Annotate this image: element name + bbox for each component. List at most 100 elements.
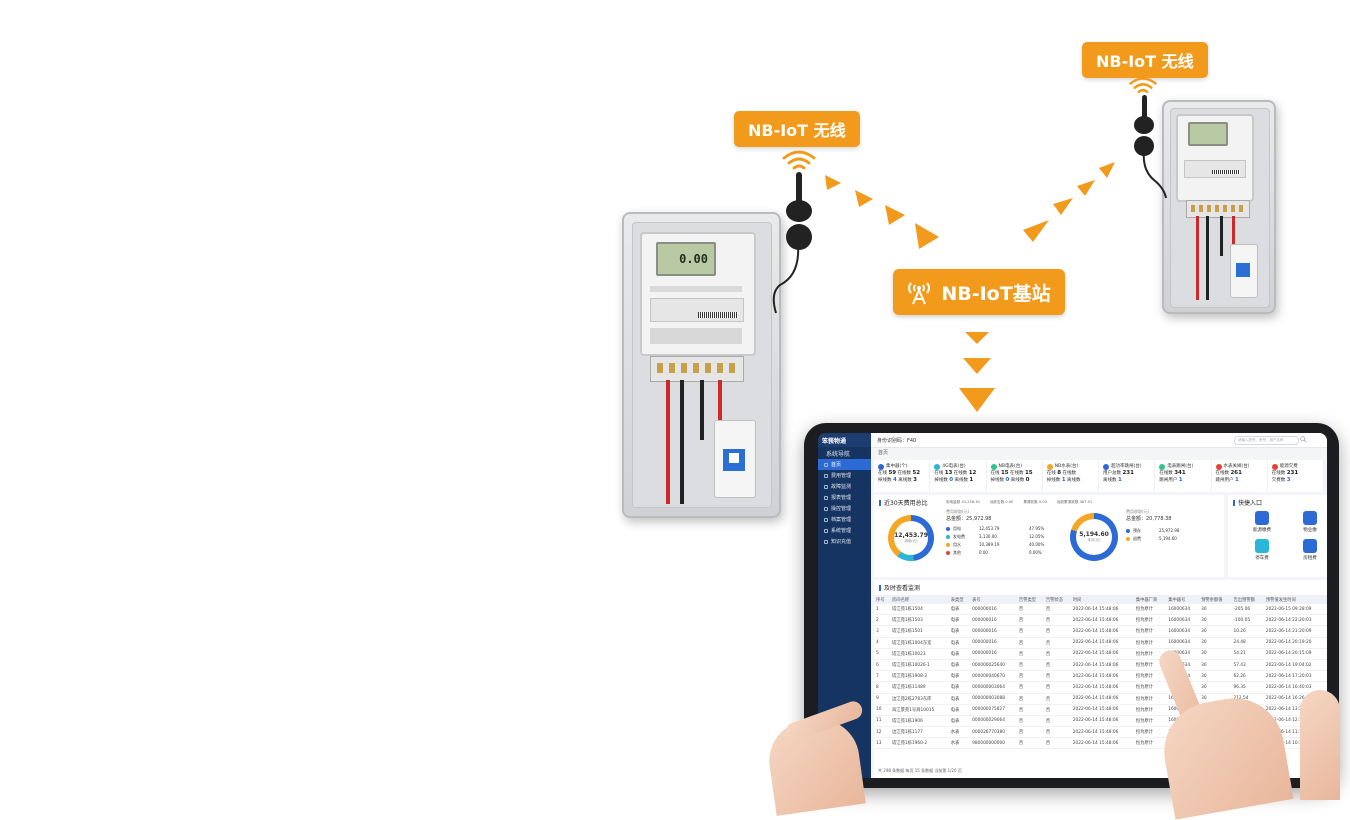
antenna-base (786, 200, 812, 222)
table-cell: 6 (874, 659, 890, 672)
stat-icon (1046, 463, 1053, 470)
electric-meter-right (1176, 114, 1254, 202)
table-cell: 否 (1043, 637, 1071, 649)
table-cell: 恒为原计 (1133, 625, 1167, 638)
table-cell: 2022-06-14 22:20:03 (1263, 614, 1327, 627)
table-cell: 5 (874, 648, 890, 660)
table-cell: 边江苑2栋2783东库 (890, 693, 949, 705)
table-cell: 000000075827 (970, 704, 1017, 716)
circuit-breaker (714, 420, 756, 498)
donut-right-value: 5,194.60 (1079, 531, 1109, 538)
table-header: 集中器厂商 (1133, 595, 1167, 604)
table-cell: 2022-06-14 15:48:06 (1070, 604, 1134, 616)
table-cell: 电表 (948, 648, 971, 660)
table-cell: 否 (1016, 726, 1044, 739)
table-cell: 否 (1016, 637, 1044, 649)
table-cell: 57.43 (1231, 659, 1264, 672)
table-cell: 电表 (948, 693, 971, 705)
table-cell: 16000634 (1166, 614, 1200, 627)
table-cell: 2022-06-14 15:48:06 (1070, 693, 1134, 705)
table-cell: 2022-06-14 21:20:09 (1263, 625, 1327, 638)
table-cell: 4 (874, 637, 890, 649)
terminal-block (650, 356, 744, 382)
app-logo: 笨莪物通 (818, 433, 871, 447)
nb-iot-wireless-label-right: NB-IoT 无线 (1082, 42, 1208, 78)
table-header: 告警状态 (1043, 595, 1071, 604)
pagination: 共 298 条数据 每页 15 条数据 当前第 1/20 页 (878, 768, 962, 773)
table-cell: 否 (1016, 715, 1044, 728)
table-cell: 塔江苑1栋10023 (890, 648, 949, 660)
base-station-label: NB-IoT基站 (941, 282, 1051, 305)
table-cell: 7 (874, 670, 890, 683)
barcode (698, 312, 738, 318)
search-icon[interactable] (1300, 436, 1307, 443)
antenna-cable (1142, 150, 1167, 199)
quick-entry-button[interactable]: 房租费 (1286, 539, 1327, 561)
table-cell: 000000040670 (970, 670, 1017, 683)
sidebar-item-recharge[interactable]: 知识充值 (818, 536, 871, 547)
left-total: 总金额：25,972.98 (946, 516, 992, 522)
sidebar-item-control[interactable]: 操控管理 (818, 503, 871, 514)
table-cell: 塔江苑1栋11489 (890, 681, 949, 694)
table-cell: 塔江苑1栋1503 (890, 614, 949, 627)
electric-meter-left: 0.00 (640, 232, 756, 356)
donut-left-value: 12,453.79 (894, 532, 928, 539)
table-cell: 2 (874, 614, 890, 627)
antenna-cable (772, 245, 800, 314)
table-cell: 000000016 (970, 604, 1017, 616)
fee-donut-right: 5,194.60 本月(元) (1070, 513, 1118, 561)
sidebar-item-archives[interactable]: 档案管理 (818, 514, 871, 525)
table-cell: 否 (1016, 681, 1044, 694)
stat-card: 电表跳闸(台)在线数 341 跳闸用户 1 (1155, 460, 1212, 492)
table-cell: 否 (1016, 648, 1044, 660)
table-cell: 否 (1016, 693, 1044, 705)
table-cell: 恒为原计 (1133, 648, 1167, 660)
quick-entry-icon (1303, 511, 1317, 525)
sidebar-item-faults[interactable]: 故障监测 (818, 481, 871, 492)
table-cell: 980000000000 (970, 737, 1017, 750)
table-cell: 30 (1199, 614, 1232, 627)
sidebar-item-fees[interactable]: 费用管理 (818, 470, 871, 481)
fee-legend: 用电量数 43,258.30 远跃告数 0.00 累请跃数 0.00 远跃累请跃… (946, 500, 1093, 504)
stat-card: NB水表(台)在线 8 在线数 掉线数 1 离线数 (1043, 460, 1099, 492)
sidebar-item-reports[interactable]: 报表管理 (818, 492, 871, 503)
table-cell: 恒为原计 (1133, 604, 1167, 616)
table-cell: 96.35 (1231, 681, 1264, 694)
table-cell: 恒为原计 (1133, 726, 1167, 739)
table-cell: 否 (1043, 604, 1071, 616)
fee-donut-left: 12,453.79 用电(元) (888, 515, 934, 561)
quick-entry-button[interactable]: 能源缴费 (1238, 511, 1286, 533)
quick-entry-button[interactable]: 停车费 (1238, 539, 1286, 561)
table-cell: 边江苑1栋1177 (890, 726, 949, 739)
quick-entry-button[interactable]: 物业缴 (1286, 511, 1327, 533)
nb-iot-base-station: NB-IoT基站 (893, 269, 1065, 315)
table-cell: 000000025640 (970, 659, 1017, 672)
table-cell: 62.26 (1231, 670, 1264, 683)
recharge-icon (824, 539, 828, 544)
table-header: 序号 (874, 595, 890, 604)
sidebar-item-home[interactable]: 首页 (818, 459, 871, 470)
table-cell: 2022-06-14 12:12:00 (1263, 715, 1327, 728)
table-cell: 否 (1016, 737, 1044, 750)
table-cell: 否 (1043, 715, 1071, 728)
sidebar-item-system[interactable]: 系统管理 (818, 525, 871, 536)
search-input[interactable]: 请输入表号、房号、用户名称 (1234, 436, 1299, 445)
table-cell: 2022-06-14 15:48:06 (1070, 670, 1134, 683)
table-cell: 000000016 (970, 648, 1017, 660)
table-cell: 海江景苑1号商10015 (890, 704, 949, 716)
stat-icon (934, 463, 941, 470)
stat-icon (878, 463, 884, 470)
table-cell: 16000634 (1166, 604, 1200, 616)
